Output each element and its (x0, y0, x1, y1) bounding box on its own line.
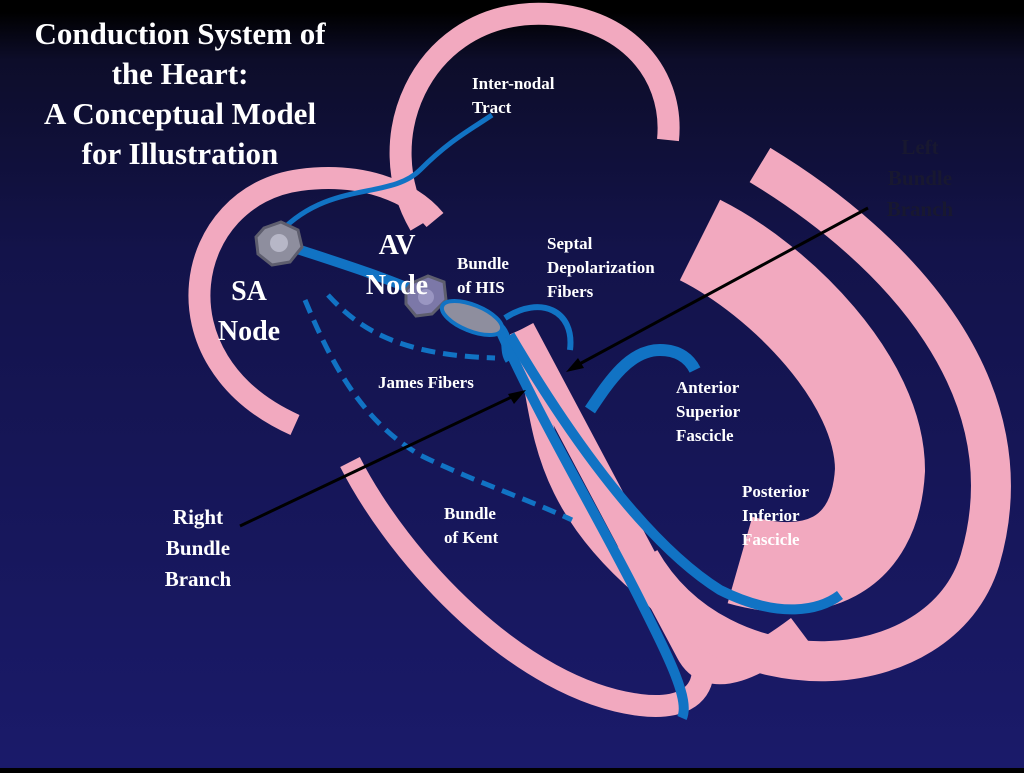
kent-bundle-path (302, 299, 574, 523)
right-atrium-wall (188, 167, 444, 436)
sa-node-label: SA Node (217, 276, 281, 347)
james-fibers-path (326, 293, 496, 361)
internodal-tract-label: Inter-nodal Tract (472, 74, 555, 117)
anterior-superior-fascicle-label: Anterior Superior Fascicle (676, 378, 741, 445)
posterior-inferior-fascicle-path (505, 332, 843, 615)
left-ventricle-wall (622, 147, 1011, 682)
bundle-of-his-label: Bundle of HIS (457, 254, 509, 297)
posterior-inferior-fascicle-label: Posterior Inferior Fascicle (742, 482, 810, 549)
septal-fibers (503, 304, 574, 351)
right-bundle-arrow (239, 390, 526, 528)
septal-depolarization-label: Septal Depolarization Fibers (547, 234, 655, 301)
page-title: Conduction System of the Heart: A Concep… (34, 16, 326, 171)
internodal-tract (278, 112, 494, 234)
anterior-superior-fascicle-path (585, 343, 701, 414)
sa-node-shape (254, 220, 304, 267)
av-node-shape (404, 274, 448, 318)
right-bundle-branch-label: Right Bundle Branch (164, 505, 232, 591)
bundle-of-his-shape (439, 299, 505, 337)
left-bundle-branch-label: Left Bundle Branch (886, 135, 954, 221)
james-fibers-label: James Fibers (378, 373, 474, 392)
left-ventricle-inner (679, 199, 926, 613)
right-bundle-branch-path (495, 327, 689, 721)
av-node-label: AV Node (365, 230, 429, 301)
ventricle-wall (340, 325, 714, 718)
left-atrium-wall (389, 2, 680, 231)
left-bundle-arrow (566, 206, 869, 372)
bundle-of-kent-label: Bundle of Kent (444, 504, 499, 547)
